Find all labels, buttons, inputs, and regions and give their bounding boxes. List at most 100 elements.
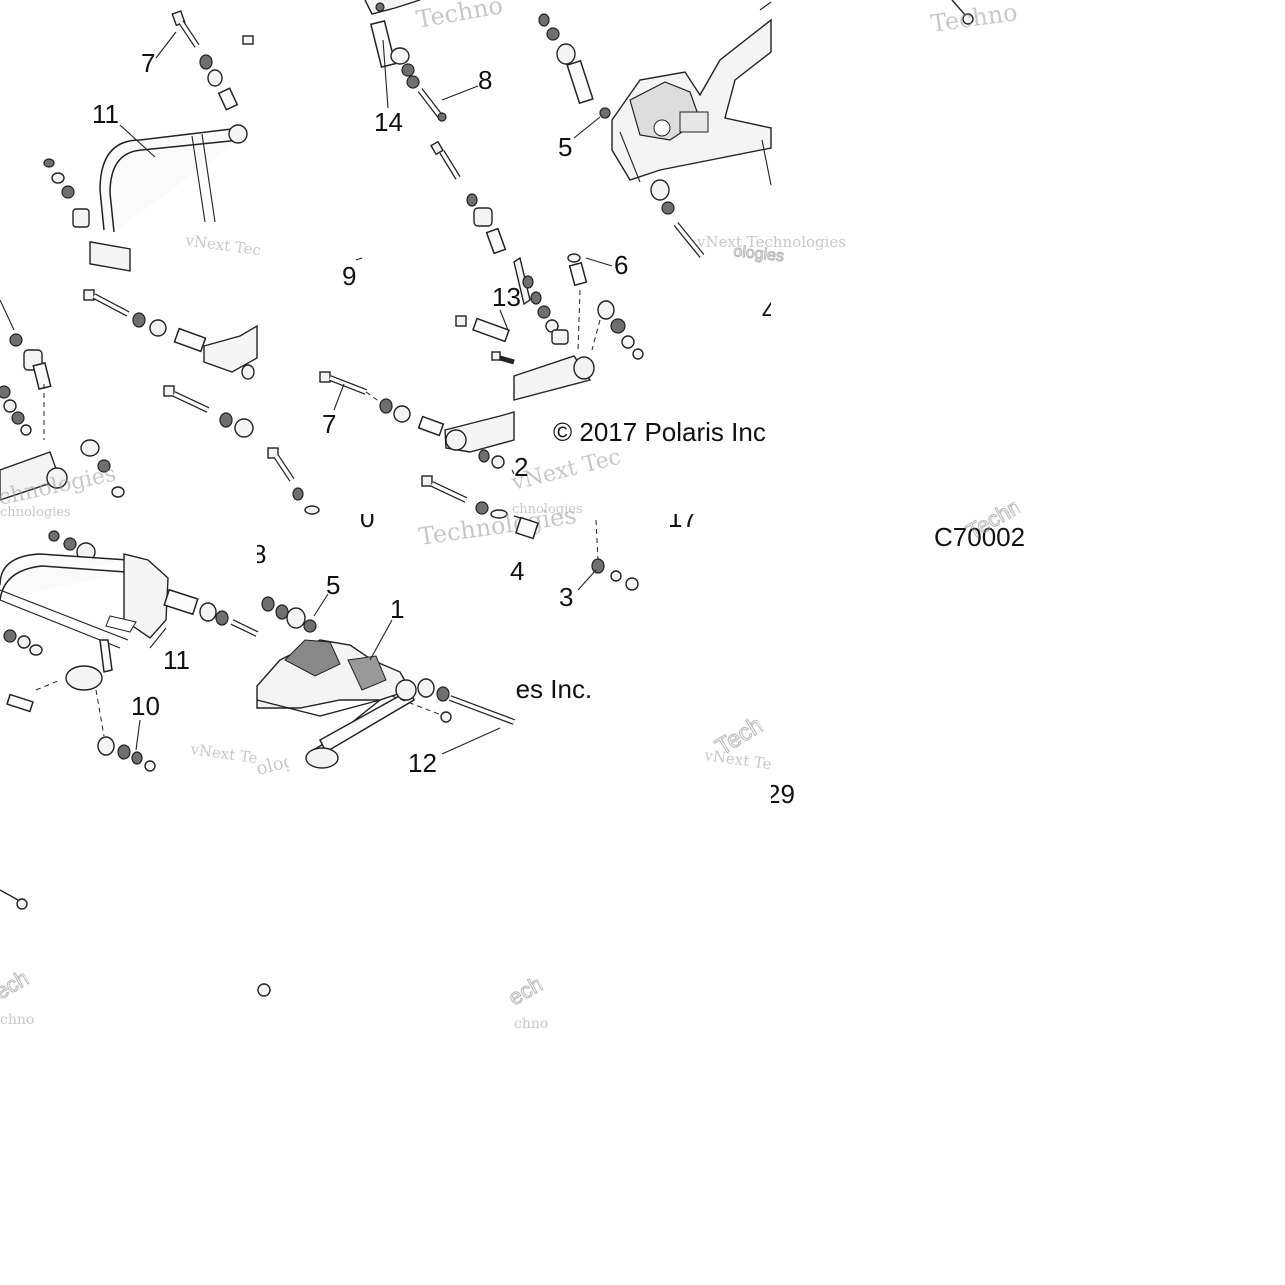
nut-part — [43, 158, 55, 168]
washer-part — [401, 63, 415, 77]
callout-29-fragment: 29 — [766, 779, 795, 809]
callout-7: 7 — [322, 409, 336, 439]
arm-part — [513, 355, 592, 401]
callout-7: 7 — [141, 48, 155, 78]
tile-top-middle: 8 14 Techno — [364, 0, 507, 255]
watermark-text: vNext Te — [188, 740, 258, 767]
bushing-part — [390, 47, 410, 65]
leader-line — [369, 619, 393, 661]
bolt-part — [171, 10, 200, 48]
watermark-text: ologies — [733, 243, 785, 265]
callout-4-fragment: 4 — [762, 296, 776, 326]
copyright-text: dustries Inc. — [452, 674, 592, 704]
watermark-text: chno — [0, 1012, 34, 1028]
tile-mid-right: 6 4 © 2017 Polaris Inc vNext Tec chnolog… — [508, 250, 776, 517]
sleeve-part — [217, 87, 239, 111]
callout-1: 1 — [390, 594, 404, 624]
washer-part — [51, 172, 65, 184]
tile-far-right: C70002 Techn 29 — [766, 493, 1026, 809]
washer-part — [199, 54, 213, 70]
bolt-head-part — [430, 140, 444, 156]
callout-8-fragment: 8 — [252, 539, 266, 569]
leader-line — [585, 257, 613, 267]
copyright-text: © 2017 Polaris Inc — [553, 417, 766, 447]
tile-bottom-left: 11 10 vNext Te 8 — [0, 530, 266, 772]
leader-line — [333, 383, 345, 411]
callout-14: 14 — [374, 107, 403, 137]
watermark-text: chno — [514, 1016, 548, 1032]
tile-top-right: 5 vNext Technologies ologies — [538, 1, 846, 266]
washer-part — [9, 333, 23, 347]
bracket-part — [364, 0, 421, 15]
tile-bottom-center: 5 1 12 Technologies ologies — [254, 501, 578, 780]
leader-line — [441, 85, 479, 101]
washer-part — [599, 107, 611, 119]
callout-11: 11 — [92, 99, 119, 129]
callout-11: 11 — [163, 645, 190, 675]
bolt-head-part — [16, 898, 28, 910]
washer-part — [406, 75, 420, 89]
leader-line — [573, 116, 601, 139]
leader-line — [382, 39, 389, 109]
watermark-text: chnologies — [512, 502, 583, 517]
bushing-part — [72, 208, 90, 228]
callout-3: 3 — [559, 582, 573, 612]
watermark-text: Techno — [414, 0, 505, 34]
bushing-part — [556, 43, 576, 65]
callout-5: 5 — [326, 570, 340, 600]
nut-part — [538, 13, 550, 27]
bushing-part — [473, 207, 493, 227]
leader-line — [577, 569, 597, 591]
callout-10: 10 — [131, 691, 160, 721]
frame-bracket-part — [256, 639, 417, 769]
watermark-text: chnologies — [0, 505, 71, 520]
sleeve-part — [566, 59, 594, 105]
leader-line — [149, 627, 167, 649]
callout-4: 4 — [510, 556, 524, 586]
swing-arm-part — [89, 124, 248, 272]
tile-mid-left: chnologies chnologies — [0, 289, 258, 520]
bushing-part — [650, 179, 670, 201]
callout-6: 6 — [614, 250, 628, 280]
tile-lower-fragments: echnc chno echnc chno — [0, 889, 568, 1032]
leader-line — [441, 727, 501, 755]
watermark-text: echnc — [504, 959, 567, 1010]
frame-bracket-part — [611, 1, 772, 183]
bolt-head-part — [319, 371, 331, 383]
watermark-text: vNext Tec — [183, 231, 262, 260]
tile-top-left: 7 11 vNext Tec — [43, 10, 262, 272]
tile-top-far-right: Techno — [929, 0, 1019, 38]
washer-part — [661, 201, 675, 215]
swing-arm-part — [0, 553, 169, 691]
watermark-text: vNext Technologies — [696, 233, 846, 251]
nut-part — [257, 983, 271, 997]
washer-part — [61, 185, 75, 199]
watermark-text: echnc — [0, 953, 53, 1004]
tile-center: 9 13 7 0 — [267, 257, 521, 533]
washer-part — [466, 193, 478, 207]
tile-bottom-right: 4 3 17 dustries Inc. vNext Te Techn — [452, 503, 780, 773]
callout-13: 13 — [492, 282, 521, 312]
sleeve-part — [32, 361, 52, 391]
leader-line — [155, 31, 177, 59]
callout-5: 5 — [558, 132, 572, 162]
bolt-head-part — [242, 35, 254, 45]
leader-line — [135, 719, 141, 751]
callout-17-fragment: 17 — [668, 503, 697, 533]
bolt-head-part — [83, 289, 95, 301]
callout-2: 2 — [514, 452, 528, 482]
callout-9: 9 — [342, 261, 356, 291]
bushing-part — [207, 69, 223, 87]
arm-part — [203, 324, 258, 373]
leader-line — [119, 124, 156, 158]
figure-code: C70002 — [934, 522, 1025, 552]
washer-part — [546, 27, 560, 41]
leader-line — [313, 593, 329, 617]
sleeve-part — [485, 227, 507, 255]
callout-8: 8 — [478, 65, 492, 95]
watermark-text: Technologies — [417, 501, 578, 551]
callout-0-fragment: 0 — [360, 503, 374, 533]
watermark-text: Techno — [929, 0, 1019, 38]
callout-12: 12 — [408, 748, 437, 778]
